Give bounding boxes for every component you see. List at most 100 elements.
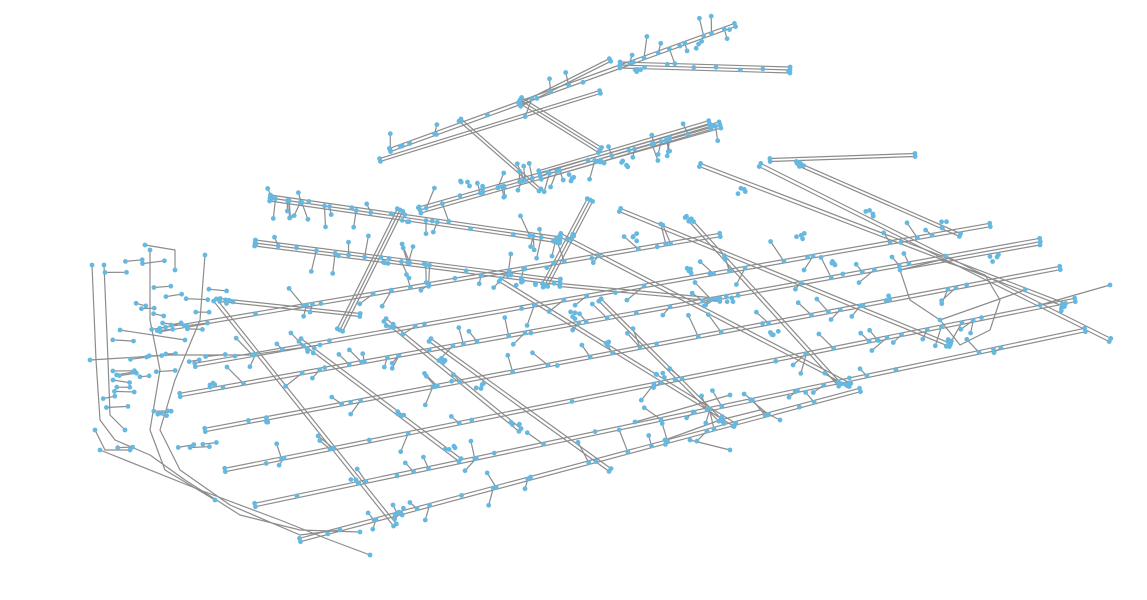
intersection-node — [529, 175, 535, 181]
intersection-node — [283, 383, 288, 389]
intersection-node — [546, 309, 552, 314]
intersection-node — [691, 219, 696, 225]
intersection-node — [945, 286, 951, 292]
intersection-node — [214, 440, 219, 445]
intersection-node — [399, 218, 405, 223]
street-edge — [799, 163, 962, 235]
intersection-node — [624, 297, 630, 303]
intersection-node — [315, 433, 321, 439]
intersection-node — [551, 260, 556, 266]
intersection-node — [697, 15, 702, 21]
street-edge — [117, 446, 134, 449]
intersection-node — [357, 301, 363, 307]
intersection-node — [528, 330, 534, 336]
intersection-node — [318, 301, 324, 306]
intersection-node — [566, 172, 572, 178]
intersection-node — [452, 275, 458, 281]
intersection-node — [439, 201, 445, 207]
intersection-node — [202, 252, 208, 258]
intersection-node — [709, 31, 714, 36]
intersection-node — [677, 43, 683, 49]
intersection-node — [172, 267, 178, 273]
intersection-node — [394, 206, 400, 212]
intersection-node — [313, 248, 319, 254]
intersection-node — [944, 219, 949, 225]
intersection-node — [205, 320, 210, 326]
intersection-node — [872, 267, 877, 273]
street-edge — [858, 269, 876, 284]
intersection-node — [402, 460, 408, 466]
street-edge — [708, 408, 715, 430]
street-edge — [960, 319, 974, 330]
intersection-node — [491, 450, 497, 456]
intersection-node — [151, 305, 157, 311]
street-edge — [186, 328, 203, 330]
street-edge — [660, 223, 667, 245]
intersection-node — [117, 327, 123, 333]
intersection-node — [1083, 329, 1088, 335]
street-edge — [591, 303, 608, 319]
intersection-node — [718, 417, 724, 423]
intersection-node — [991, 346, 996, 352]
street-edge — [213, 300, 395, 527]
street-edge — [350, 399, 362, 415]
street-edge — [934, 326, 943, 347]
intersection-node — [631, 59, 636, 65]
intersection-node — [596, 298, 602, 304]
intersection-node — [904, 220, 910, 226]
intersection-node — [734, 282, 739, 287]
street-edge — [208, 288, 228, 292]
intersection-node — [168, 322, 174, 328]
intersection-node — [810, 390, 816, 395]
street-edge — [939, 289, 1026, 321]
intersection-node — [125, 404, 131, 409]
intersection-node — [294, 493, 300, 499]
intersection-node — [429, 218, 435, 224]
intersection-node — [322, 365, 328, 370]
street-edge — [441, 203, 450, 222]
intersection-node — [163, 351, 169, 357]
intersection-node — [642, 64, 647, 70]
street-edge — [548, 299, 565, 313]
intersection-node — [162, 258, 167, 264]
intersection-node — [696, 41, 701, 47]
intersection-node — [842, 381, 848, 387]
intersection-node — [887, 240, 893, 246]
intersection-node — [596, 253, 601, 258]
intersection-node — [923, 227, 928, 233]
street-edge — [300, 338, 462, 460]
intersection-node — [816, 331, 822, 337]
street-edge — [620, 207, 952, 344]
intersection-node — [265, 186, 271, 191]
street-edge — [966, 338, 980, 353]
street-edge — [348, 349, 363, 363]
street-edge — [194, 226, 991, 368]
street-edge — [359, 293, 374, 305]
street-edge — [707, 314, 722, 333]
intersection-node — [495, 185, 501, 191]
intersection-node — [253, 311, 258, 317]
intersection-node — [729, 295, 735, 301]
intersection-node — [516, 429, 522, 434]
intersection-node — [389, 360, 395, 366]
intersection-node — [701, 303, 707, 309]
intersection-node — [253, 504, 258, 510]
intersection-node — [768, 239, 773, 244]
intersection-node — [478, 386, 484, 391]
intersection-node — [502, 315, 508, 320]
intersection-node — [140, 261, 145, 266]
intersection-node — [766, 412, 771, 417]
street-edge — [1039, 284, 1111, 306]
intersection-node — [630, 154, 636, 160]
intersection-node — [442, 357, 448, 363]
intersection-node — [370, 291, 376, 297]
intersection-node — [721, 421, 727, 426]
street-edge — [290, 332, 304, 347]
intersection-node — [155, 411, 161, 417]
street-edge — [535, 236, 542, 259]
street-edge — [517, 101, 600, 154]
intersection-node — [525, 476, 531, 482]
intersection-node — [130, 444, 136, 450]
intersection-node — [672, 376, 678, 382]
intersection-node — [434, 383, 440, 389]
